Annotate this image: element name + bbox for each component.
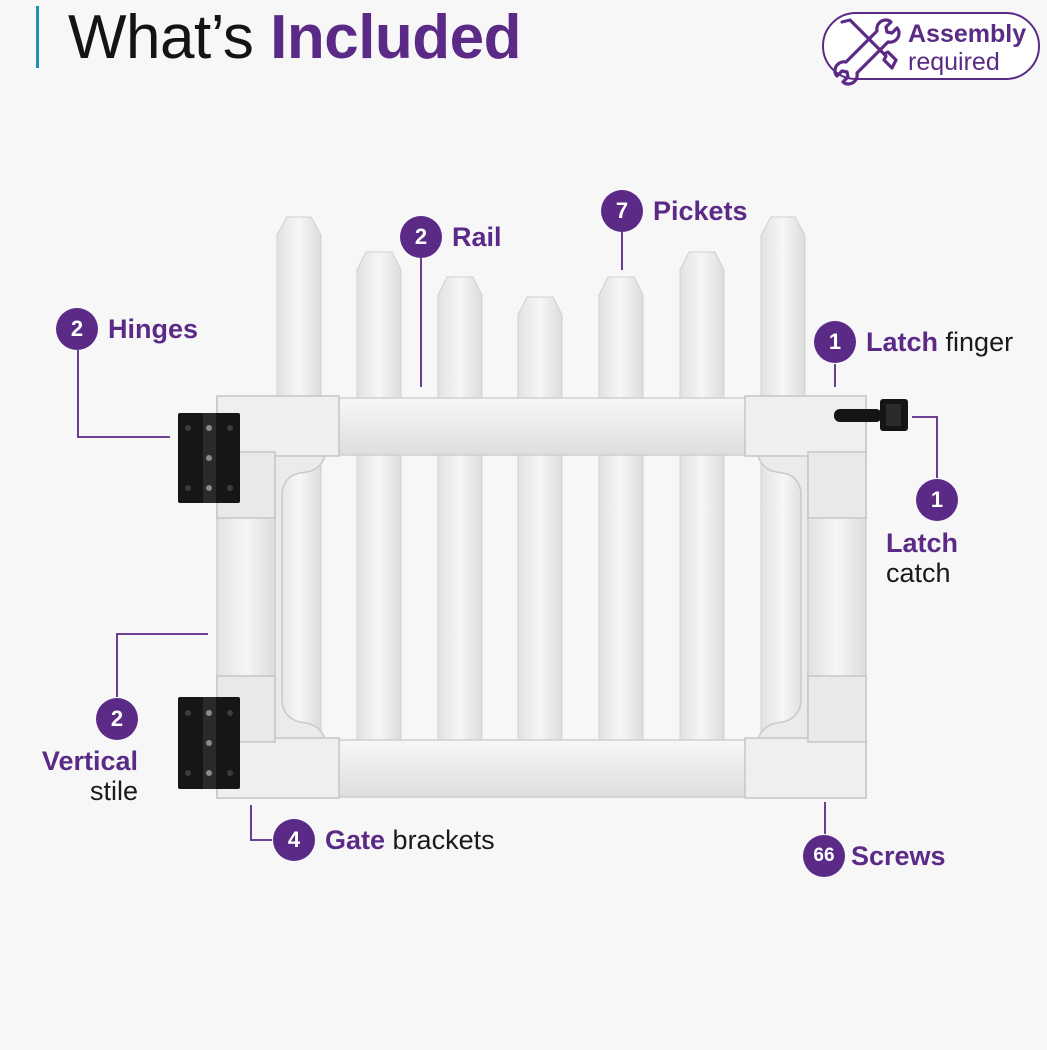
picket: [356, 251, 402, 741]
part-name: Vertical: [41, 746, 138, 776]
callout-hinges: 2 Hinges: [56, 308, 198, 350]
qty-badge: 4: [273, 819, 315, 861]
gate-bracket-corner: [807, 451, 867, 519]
badge-text: Assembly required: [908, 20, 1026, 76]
gate-bracket-panels: [274, 454, 809, 741]
picket: [679, 251, 725, 741]
part-label: Pickets: [653, 196, 748, 227]
picket: [598, 276, 644, 741]
gate-bracket: [274, 454, 326, 741]
part-name: Hinges: [108, 313, 199, 344]
gate-bracket-corner: [744, 395, 867, 457]
qty-badge: 66: [803, 835, 845, 877]
part-rest: finger: [945, 326, 1014, 357]
part-label: Gate brackets: [325, 825, 495, 856]
part-name: Latch: [866, 326, 939, 357]
label-latch-catch: Latch catch: [886, 528, 958, 588]
part-label: Latch finger: [866, 327, 1013, 358]
leader-lines: [77, 232, 938, 841]
label-vertical-stile: Vertical stile: [0, 746, 138, 806]
pickets: [276, 216, 806, 741]
callout-latch-finger: 1 Latch finger: [814, 321, 1013, 363]
qty-badge-vertical-stile: 2: [96, 698, 138, 740]
qty-badge: 2: [56, 308, 98, 350]
latch-catch: [880, 399, 908, 431]
part-rest: brackets: [392, 824, 495, 855]
part-label: Rail: [452, 222, 502, 253]
qty-badge: 7: [601, 190, 643, 232]
title-accent-bar: [36, 6, 39, 68]
gate-bracket-corner: [744, 737, 867, 799]
leader-latch-catch: [912, 416, 938, 478]
leader-hinges: [77, 350, 170, 438]
part-name: Pickets: [653, 195, 748, 226]
part-name: Gate: [325, 824, 386, 855]
callout-rail: 2 Rail: [400, 216, 502, 258]
gate-bracket-corner: [807, 675, 867, 743]
callout-pickets: 7 Pickets: [601, 190, 748, 232]
qty-badge: 1: [814, 321, 856, 363]
part-name: Screws: [851, 840, 946, 871]
callout-screws: 66 Screws: [803, 835, 946, 877]
leader-gate-brackets: [250, 805, 272, 841]
badge-line-2: required: [908, 48, 1000, 76]
picket: [437, 276, 483, 741]
part-label: Hinges: [108, 314, 198, 345]
part-label: Screws: [851, 841, 946, 872]
assembly-badge: Assembly required: [822, 12, 1040, 86]
part-rest: catch: [886, 558, 951, 588]
hinge-top: [178, 413, 240, 503]
badge-line-1: Assembly: [908, 20, 1027, 48]
title-prefix: What’s: [68, 3, 254, 72]
wrench-screwdriver-icon: [833, 18, 901, 86]
part-name: Latch: [886, 528, 959, 558]
gate-bracket: [757, 454, 809, 741]
page-title: What’s Included: [68, 2, 522, 74]
leader-vertical-stile: [116, 633, 208, 697]
qty-badge: 2: [400, 216, 442, 258]
callout-gate-brackets: 4 Gate brackets: [273, 819, 495, 861]
picket: [517, 296, 563, 741]
latch-finger: [834, 409, 882, 422]
part-name: Rail: [452, 221, 502, 252]
part-rest: stile: [89, 776, 138, 806]
qty-badge-latch-catch: 1: [916, 479, 958, 521]
title-highlight: Included: [270, 3, 522, 72]
hinge-bottom: [178, 697, 240, 789]
